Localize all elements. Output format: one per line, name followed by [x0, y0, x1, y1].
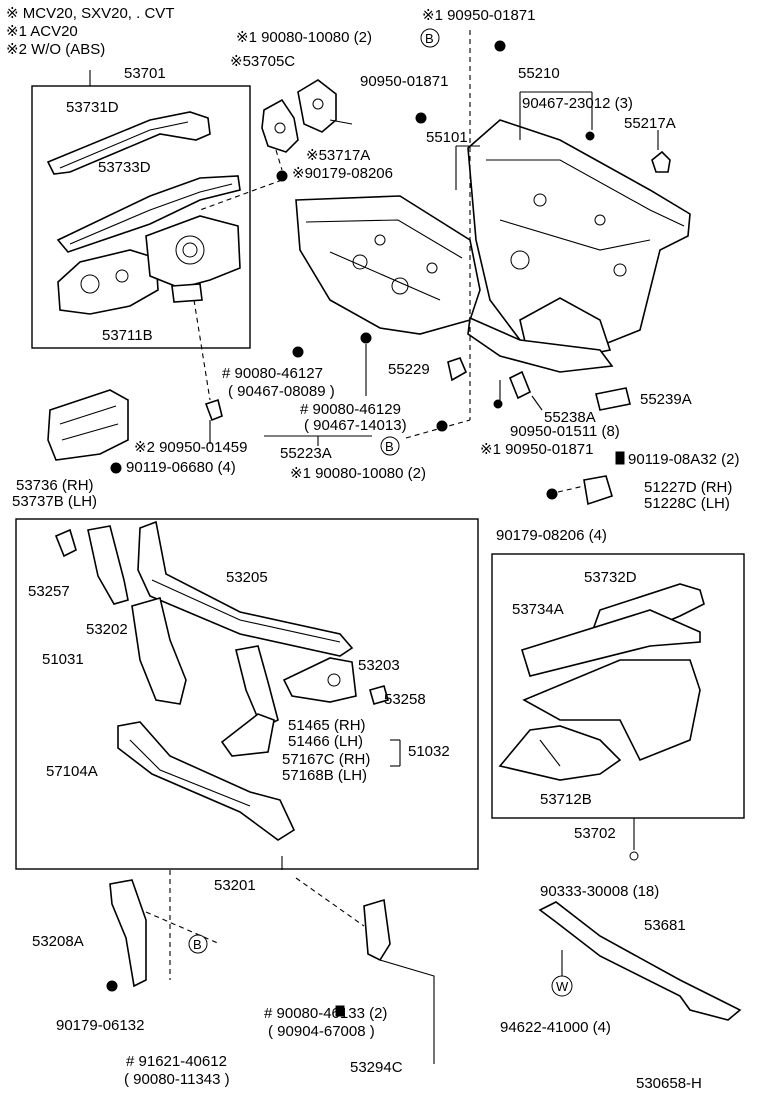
- label-53711b: 53711B: [102, 327, 153, 344]
- label-90179-08206-4: 90179-08206 (4): [496, 527, 607, 544]
- part-53705c: [261, 98, 299, 153]
- label-55217a: 55217A: [624, 115, 676, 132]
- part-55210-cowl: [467, 119, 691, 351]
- label-55101: 55101: [426, 129, 468, 146]
- label-53737b: 53737B (LH): [12, 493, 98, 510]
- label-90950-01459: ※2 90950-01459: [134, 439, 248, 456]
- label-51227d: 51227D (RH): [644, 479, 733, 496]
- label-55229: 55229: [388, 361, 430, 378]
- label-90950-01511: 90950-01511 (8): [510, 423, 620, 440]
- part-53257: [54, 528, 77, 558]
- note-3: ※2 W/O (ABS): [6, 41, 106, 58]
- label-53257: 53257: [28, 583, 70, 600]
- part-53711b-housing: [145, 215, 241, 289]
- label-55238a: 55238A: [544, 409, 596, 426]
- box-53702: [491, 553, 745, 819]
- label-90119-08a32: 90119-08A32 (2): [628, 451, 740, 468]
- label-90179-08206-top: ※90179-08206: [292, 165, 393, 182]
- label-53205: 53205: [226, 569, 268, 586]
- label-55239a: 55239A: [640, 391, 692, 408]
- part-53711b-front: [57, 249, 159, 315]
- part-51031: [131, 597, 187, 705]
- label-90080-11343: ( 90080-11343 ): [124, 1071, 230, 1088]
- part-51227d: [583, 475, 613, 506]
- label-90080-10080-top: ※1 90080-10080 (2): [236, 29, 372, 46]
- part-53734a: [521, 609, 701, 677]
- label-53701: 53701: [124, 65, 166, 82]
- callout-b-low: B: [385, 439, 394, 454]
- label-53702: 53702: [574, 825, 616, 842]
- label-90950-01871-top: ※1 90950-01871: [422, 7, 536, 24]
- label-53202: 53202: [86, 621, 128, 638]
- label-90119-06680: 90119-06680 (4): [126, 459, 236, 476]
- note-1: ※ MCV20, SXV20, . CVT: [6, 5, 175, 22]
- part-53681: [538, 901, 742, 1021]
- label-53203: 53203: [358, 657, 400, 674]
- callout-b-top: B: [425, 31, 434, 46]
- label-90904-67008: ( 90904-67008 ): [268, 1023, 375, 1040]
- label-90467-23012: 90467-23012 (3): [522, 95, 633, 112]
- label-53705c: ※53705C: [230, 53, 296, 70]
- label-55223a: 55223A: [280, 445, 332, 462]
- callout-b-bottom: B: [193, 937, 202, 952]
- label-90080-46133: # 90080-46133 (2): [264, 1005, 388, 1022]
- label-90950-01871-low: ※1 90950-01871: [480, 441, 594, 458]
- label-51465: 51465 (RH): [288, 717, 366, 734]
- part-53205: [137, 520, 354, 657]
- label-diagram-code: 530658-H: [636, 1075, 702, 1092]
- label-57167c: 57167C (RH): [282, 751, 371, 768]
- label-57168b: 57168B (LH): [282, 767, 368, 784]
- note-2: ※1 ACV20: [6, 23, 78, 40]
- label-57104a: 57104A: [46, 763, 98, 780]
- box-53701: [31, 85, 251, 349]
- part-53731d: [46, 111, 211, 175]
- label-90467-14013: ( 90467-14013): [304, 417, 407, 434]
- label-53201: 53201: [214, 877, 256, 894]
- label-53712b: 53712B: [540, 791, 592, 808]
- label-53208a: 53208A: [32, 933, 84, 950]
- label-94622-41000: 94622-41000 (4): [500, 1019, 611, 1036]
- label-90950-01871-mid: 90950-01871: [360, 73, 449, 90]
- label-51466: 51466 (LH): [288, 733, 364, 750]
- callout-w: W: [556, 979, 569, 994]
- part-53202: [87, 525, 129, 605]
- part-53294c: [363, 898, 391, 962]
- label-53733d: 53733D: [98, 159, 151, 176]
- part-51465: [235, 645, 279, 730]
- label-90080-46127: # 90080-46127: [222, 365, 323, 382]
- label-90467-08089: ( 90467-08089 ): [228, 383, 335, 400]
- label-53731d: 53731D: [66, 99, 119, 116]
- part-53712b-rail: [522, 659, 701, 762]
- part-53203: [282, 657, 357, 703]
- label-53717a: ※53717A: [306, 147, 371, 164]
- part-53736: [47, 389, 129, 461]
- label-91621-40612: # 91621-40612: [126, 1053, 227, 1070]
- label-55210: 55210: [518, 65, 560, 82]
- part-53712b: [498, 725, 622, 781]
- part-53733d: [56, 175, 241, 253]
- label-90179-06132: 90179-06132: [56, 1017, 145, 1034]
- part-53717a: [297, 79, 337, 133]
- label-53258: 53258: [384, 691, 426, 708]
- label-90333-30008: 90333-30008 (18): [540, 883, 660, 900]
- part-55101-dash-panel: [295, 195, 481, 335]
- part-53258: [369, 685, 389, 705]
- box-53201: [15, 518, 479, 870]
- label-53734a: 53734A: [512, 601, 564, 618]
- label-53294c: 53294C: [350, 1059, 403, 1076]
- label-53681: 53681: [644, 917, 686, 934]
- part-57167c: [220, 713, 275, 757]
- label-53732d: 53732D: [584, 569, 637, 586]
- label-51228c: 51228C (LH): [644, 495, 730, 512]
- label-51032: 51032: [408, 743, 450, 760]
- part-57104a: [117, 721, 296, 841]
- label-51031: 51031: [42, 651, 84, 668]
- label-53736: 53736 (RH): [16, 477, 94, 494]
- part-53208a: [109, 879, 147, 988]
- label-90080-10080-low: ※1 90080-10080 (2): [290, 465, 426, 482]
- label-90080-46129: # 90080-46129: [300, 401, 401, 418]
